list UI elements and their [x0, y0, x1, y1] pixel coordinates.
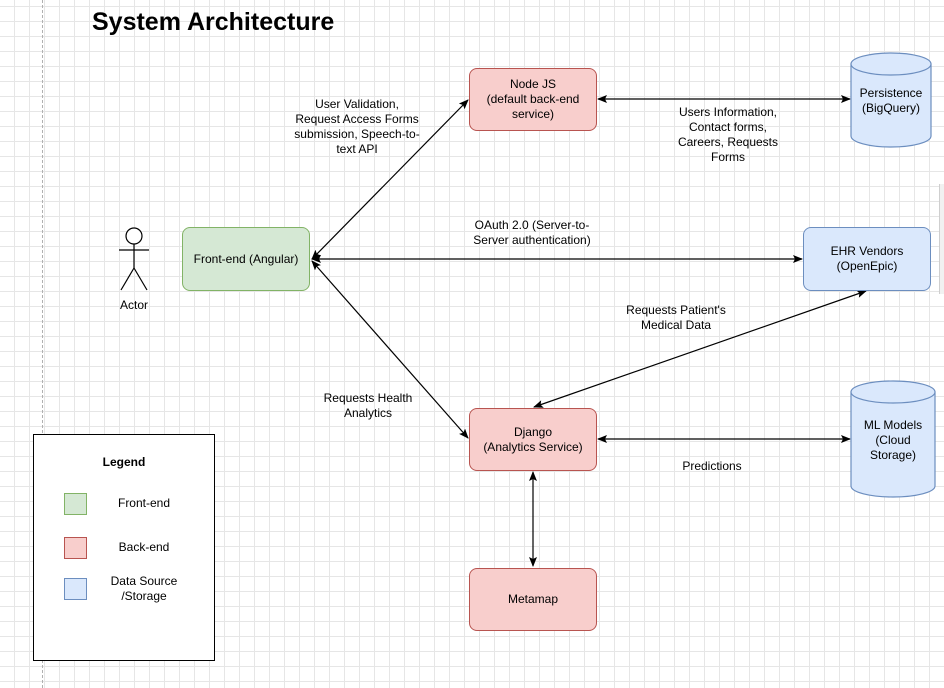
legend-swatch-backend: [64, 537, 87, 559]
legend-title: Legend: [102, 455, 146, 469]
edge-label-frontend-ehr: OAuth 2.0 (Server-to- Server authenticat…: [473, 218, 591, 247]
edge-label-ehr-django: Requests Patient's Medical Data: [626, 303, 726, 332]
node-metamap-label: Metamap: [507, 592, 559, 606]
edge-ehr-django[interactable]: [533, 290, 867, 408]
node-persistence-label: Persistence (BigQuery): [859, 86, 923, 115]
diagram-title: System Architecture: [92, 8, 335, 36]
node-frontend-label: Front-end (Angular): [193, 251, 299, 266]
node-ehr-vendors[interactable]: EHR Vendors (OpenEpic): [803, 227, 931, 291]
ml-models-cylinder-icon[interactable]: [850, 380, 936, 498]
legend-box: Legend Front-end Back-end Data Source /S…: [33, 434, 215, 661]
node-ml-models-label: ML Models (Cloud Storage): [863, 417, 923, 462]
legend-label-backend: Back-end: [118, 540, 170, 554]
edge-frontend-django[interactable]: [311, 260, 469, 439]
actor-figure-icon[interactable]: [119, 227, 149, 291]
edge-label-nodejs-persistence: Users Information, Contact forms, Career…: [677, 105, 779, 164]
legend-swatch-frontend: [64, 493, 87, 515]
legend-label-datasource: Data Source /Storage: [110, 574, 178, 603]
node-nodejs-label: Node JS (default back-end service): [486, 77, 580, 121]
edge-label-django-ml: Predictions: [682, 459, 742, 473]
node-nodejs[interactable]: Node JS (default back-end service): [469, 68, 597, 131]
node-metamap[interactable]: Metamap: [469, 568, 597, 631]
node-frontend[interactable]: Front-end (Angular): [182, 227, 310, 291]
persistence-cylinder-icon[interactable]: [850, 52, 932, 148]
edge-label-frontend-django: Requests Health Analytics: [323, 391, 413, 420]
page-boundary-guide: [42, 0, 43, 688]
legend-swatch-datasource: [64, 578, 87, 600]
legend-label-frontend: Front-end: [117, 496, 171, 510]
edge-frontend-nodejs[interactable]: [311, 99, 469, 260]
edge-label-frontend-nodejs: User Validation, Request Access Forms su…: [294, 97, 420, 156]
node-django-label: Django (Analytics Service): [483, 424, 583, 454]
node-django[interactable]: Django (Analytics Service): [469, 408, 597, 471]
actor-label: Actor: [119, 298, 148, 312]
node-ehr-label: EHR Vendors (OpenEpic): [830, 244, 904, 273]
canvas-scroll-tab[interactable]: [939, 184, 944, 294]
